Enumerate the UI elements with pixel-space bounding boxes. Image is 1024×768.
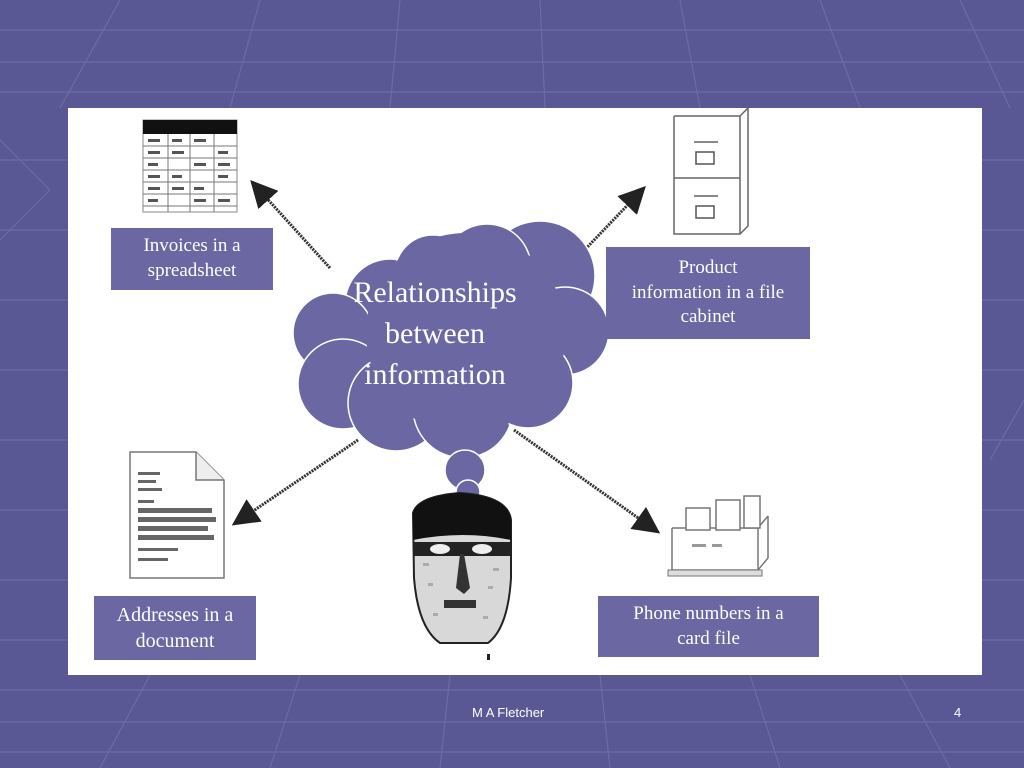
diagram-artwork xyxy=(129,108,769,660)
label-addresses-line-1: Addresses in a xyxy=(116,604,234,626)
label-phone-line-2: card file xyxy=(677,627,740,649)
label-product-line-3: cabinet xyxy=(680,306,736,328)
arrow-to-file-cabinet xyxy=(571,186,646,264)
label-invoices-line-2: spreadsheet xyxy=(147,260,237,281)
cloud-title-line-1: Relationships xyxy=(353,276,517,309)
label-invoices-line-1: Invoices in a xyxy=(143,235,241,257)
spreadsheet-icon xyxy=(142,119,238,213)
label-product-line-1: Product xyxy=(678,256,738,278)
arrow-to-spreadsheet xyxy=(250,180,332,270)
footer-page-number: 4 xyxy=(954,705,962,720)
arrow-to-document xyxy=(231,438,359,526)
document-icon xyxy=(129,451,225,579)
diagram-panel: Relationships between information Invoic… xyxy=(68,108,982,675)
card-file-icon xyxy=(667,495,769,577)
label-invoices: Invoices in a spreadsheet xyxy=(111,228,273,290)
label-phone-line-1: Phone numbers in a xyxy=(633,602,784,624)
cloud-title-line-3: information xyxy=(364,358,506,391)
face-icon xyxy=(411,491,512,660)
file-cabinet-icon xyxy=(673,108,749,235)
label-addresses-line-2: document xyxy=(135,630,215,652)
cloud-title: Relationships between information xyxy=(330,272,540,395)
arrow-to-card-file xyxy=(513,428,661,534)
label-addresses: Addresses in a document xyxy=(94,596,256,660)
thought-cloud-icon xyxy=(292,220,610,509)
label-phone: Phone numbers in a card file xyxy=(598,596,819,657)
label-product-line-2: information in a file xyxy=(631,281,785,303)
cloud-title-line-2: between xyxy=(385,317,485,350)
footer-author: M A Fletcher xyxy=(472,705,545,720)
label-product: Product information in a file cabinet xyxy=(606,247,810,339)
